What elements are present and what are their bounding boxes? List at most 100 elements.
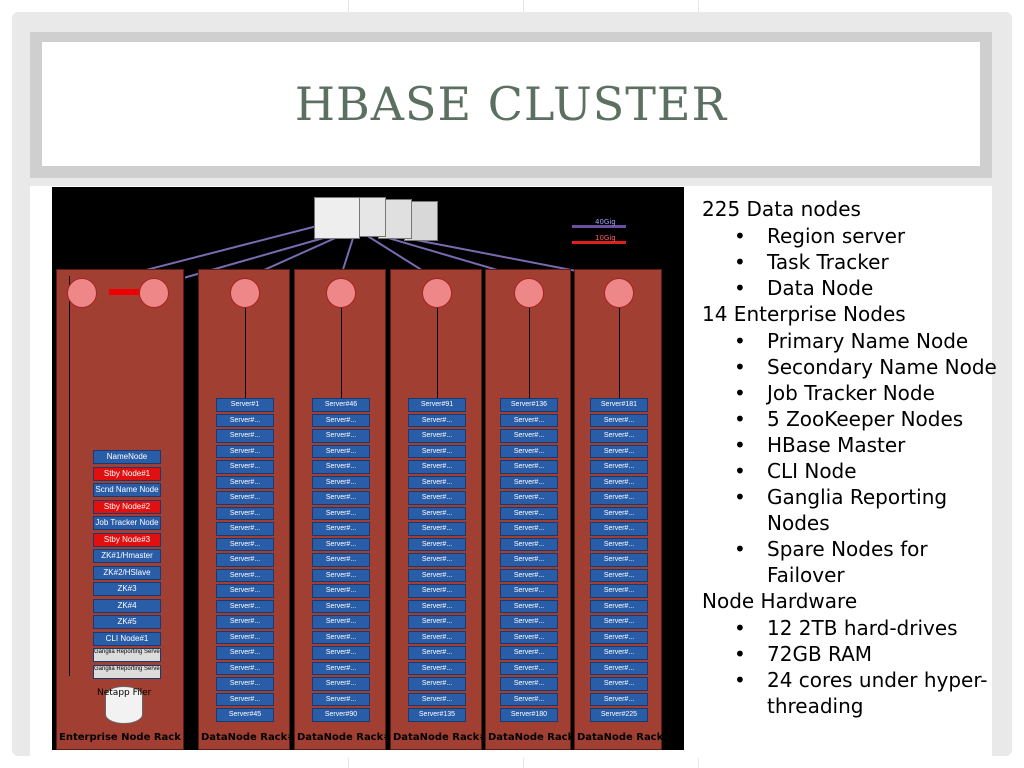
server-unit: Server#... — [590, 429, 648, 443]
enterprise-node: Ganglia Reporting Server#2 — [93, 664, 161, 679]
server-unit: Server#... — [216, 646, 274, 660]
enterprise-node: ZK#5 — [93, 615, 161, 629]
server-unit: Server#... — [408, 584, 466, 598]
server-unit: Server#... — [500, 661, 558, 675]
bullet-text: Region server — [767, 224, 906, 248]
bullet-item: •HBase Master — [702, 432, 1002, 458]
legend-label-10g: 10Gig — [595, 234, 616, 242]
switch-icon — [604, 278, 634, 308]
server-unit: Server#... — [408, 522, 466, 536]
server-unit: Server#... — [312, 677, 370, 691]
server-unit: Server#... — [408, 429, 466, 443]
server-unit: Server#... — [500, 460, 558, 474]
bullet-text: 24 cores under hyper-threading — [767, 668, 988, 718]
switch-icon — [139, 278, 169, 308]
server-unit: Server#... — [408, 475, 466, 489]
server-unit: Server#... — [312, 661, 370, 675]
enterprise-node: Ganglia Reporting Server#1 — [93, 648, 161, 662]
legend-line-10g — [572, 241, 626, 244]
bullet-text: Secondary Name Node — [767, 355, 997, 379]
server-unit: Server#... — [312, 491, 370, 505]
server-unit: Server#180 — [500, 708, 558, 722]
server-unit: Server#... — [408, 630, 466, 644]
rack-label: Enterprise Node Rack — [59, 732, 181, 743]
server-unit: Server#... — [590, 661, 648, 675]
server-unit: Server#... — [312, 692, 370, 706]
server-unit: Server#... — [500, 584, 558, 598]
server-unit: Server#... — [408, 506, 466, 520]
bullet-item: •Task Tracker — [702, 249, 1002, 275]
bullet-dot-icon: • — [734, 537, 746, 561]
server-unit: Server#... — [408, 537, 466, 551]
server-unit: Server#... — [312, 615, 370, 629]
server-unit: Server#45 — [216, 708, 274, 722]
server-unit: Server#... — [500, 506, 558, 520]
rack-label: DataNode Rack#5 — [577, 732, 679, 743]
bullet-dot-icon: • — [734, 381, 746, 405]
bullet-item: • 12 2TB hard-drives — [702, 615, 1002, 641]
server-unit: Server#... — [216, 444, 274, 458]
server-unit: Server#... — [216, 429, 274, 443]
bullet-text: 12 2TB hard-drives — [767, 616, 958, 640]
server-unit: Server#... — [216, 506, 274, 520]
server-unit: Server#... — [408, 460, 466, 474]
bullet-item: •Secondary Name Node — [702, 354, 1002, 380]
server-unit: Server#... — [408, 568, 466, 582]
bullet-item: •Primary Name Node — [702, 328, 1002, 354]
server-unit: Server#... — [312, 522, 370, 536]
server-unit: Server#... — [312, 475, 370, 489]
server-unit: Server#... — [408, 491, 466, 505]
server-unit: Server#... — [216, 553, 274, 567]
rack-link — [529, 308, 530, 398]
slide-title: HBASE CLUSTER — [294, 77, 728, 131]
server-unit: Server#... — [590, 646, 648, 660]
server-unit: Server#... — [216, 599, 274, 613]
server-unit: Server#... — [590, 522, 648, 536]
rack-label: DataNode Rack#2 — [297, 732, 399, 743]
bullet-list: 225 Data nodes•Region server•Task Tracke… — [702, 196, 1002, 719]
server-unit: Server#... — [500, 429, 558, 443]
switch-icon — [230, 278, 260, 308]
server-unit: Server#135 — [408, 708, 466, 722]
bullet-item: •Ganglia Reporting Nodes — [702, 484, 1002, 536]
switch-icon — [422, 278, 452, 308]
server-unit: Server#... — [590, 568, 648, 582]
switch-icon — [514, 278, 544, 308]
server-unit: Server#... — [216, 584, 274, 598]
server-unit: Server#... — [590, 413, 648, 427]
bullet-text: Ganglia Reporting Nodes — [767, 485, 948, 535]
server-unit: Server#... — [408, 413, 466, 427]
server-unit: Server#... — [408, 646, 466, 660]
switch-icon — [314, 197, 360, 239]
bullet-text: Job Tracker Node — [767, 381, 935, 405]
server-unit: Server#... — [216, 475, 274, 489]
server-unit: Server#90 — [312, 708, 370, 722]
storage-icon — [105, 686, 143, 724]
legend-label-40g: 40Gig — [595, 218, 616, 226]
switch-icon — [67, 278, 97, 308]
enterprise-node: NameNode — [93, 450, 161, 464]
bullet-dot-icon: • — [734, 224, 746, 248]
server-unit: Server#... — [500, 630, 558, 644]
bullet-dot-icon: • — [734, 250, 746, 274]
server-unit: Server#... — [590, 553, 648, 567]
server-unit: Server#... — [312, 630, 370, 644]
server-unit: Server#... — [590, 630, 648, 644]
server-unit: Server#... — [312, 599, 370, 613]
server-unit: Server#... — [590, 692, 648, 706]
server-unit: Server#... — [216, 537, 274, 551]
server-unit: Server#... — [500, 522, 558, 536]
server-unit: Server#... — [408, 444, 466, 458]
bullet-text: CLI Node — [767, 459, 857, 483]
server-unit: Server#... — [500, 568, 558, 582]
server-unit: Server#... — [500, 491, 558, 505]
bullet-dot-icon: • — [734, 616, 746, 640]
title-box: HBASE CLUSTER — [42, 42, 980, 166]
